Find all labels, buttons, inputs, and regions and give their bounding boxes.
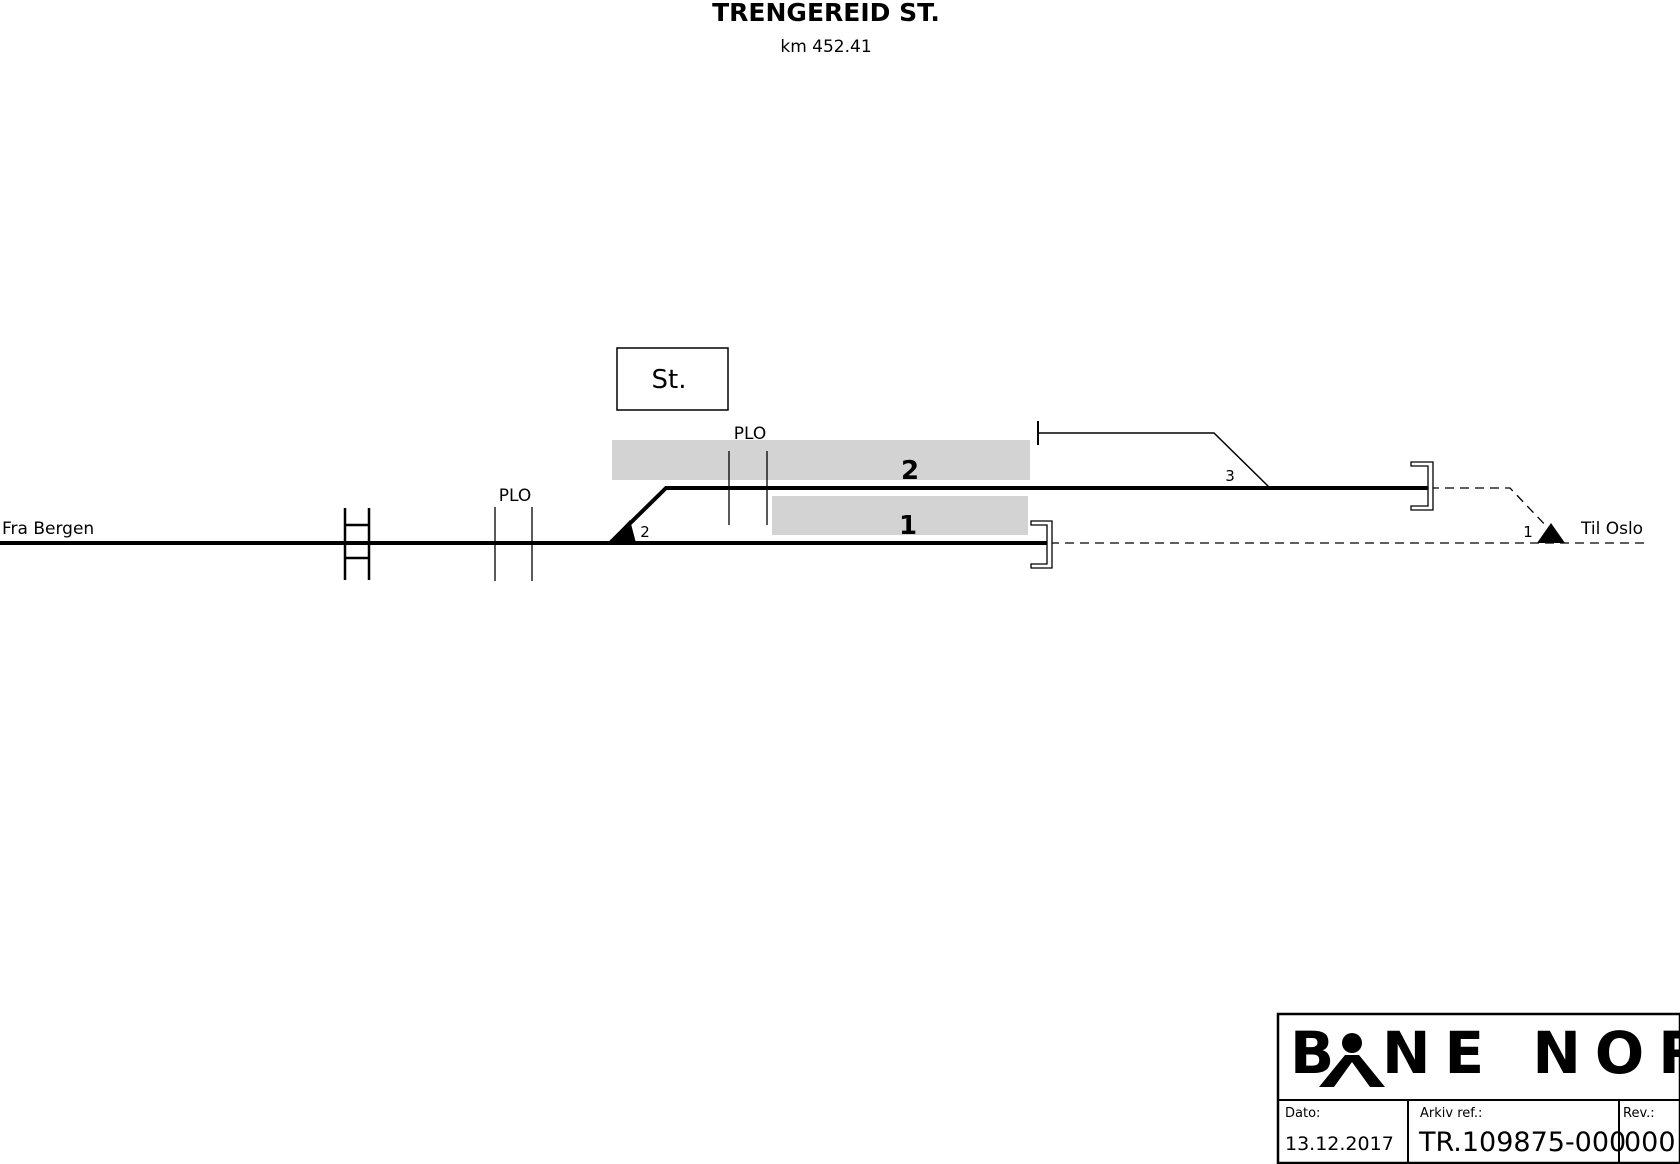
plo-label-1: PLO [499, 486, 532, 506]
plo-label-2: PLO [734, 424, 767, 444]
direction-left-label: Fra Bergen [2, 519, 94, 539]
bridge-symbol [343, 508, 371, 580]
buffer-stop-track-1 [1030, 520, 1053, 569]
logo-text-rest: NE NOR [1382, 1019, 1680, 1087]
plo-crossing-2 [728, 451, 768, 525]
track-2-dashed [1430, 487, 1551, 531]
logo-text-b: B [1290, 1019, 1348, 1087]
rev-label: Rev.: [1623, 1106, 1655, 1121]
km-label: km 452.41 [780, 37, 871, 57]
platform-2 [612, 440, 1030, 480]
date-value: 13.12.2017 [1285, 1133, 1394, 1155]
archive-ref-label: Arkiv ref.: [1420, 1106, 1482, 1121]
title-block-frame [1276, 1012, 1680, 1164]
switch-2-label: 2 [640, 523, 650, 541]
switch-1-label: 1 [1523, 523, 1533, 541]
platform-1 [772, 496, 1028, 535]
plo-crossing-1 [494, 507, 533, 581]
station-title: TRENGEREID ST. [712, 0, 940, 27]
station-building-label: St. [652, 365, 687, 395]
logo-tunnel-icon [1319, 1033, 1385, 1087]
date-label: Dato: [1285, 1106, 1320, 1121]
switch-3-label: 3 [1225, 467, 1235, 485]
direction-right-label: Til Oslo [1580, 519, 1643, 539]
platform-1-label: 1 [899, 511, 917, 541]
switch-1-marker [1537, 523, 1565, 543]
rev-value: 000 [1624, 1127, 1676, 1158]
title-block: B NE NOR Dato: 13.12.2017 Arkiv ref.: TR… [1276, 1012, 1680, 1164]
switch-2-marker [608, 520, 636, 543]
siding-track [1038, 432, 1271, 489]
platform-2-label: 2 [901, 456, 919, 486]
station-building [616, 347, 729, 411]
buffer-stop-track-2 [1410, 461, 1434, 511]
archive-ref-value: TR.109875-000 [1418, 1127, 1626, 1158]
